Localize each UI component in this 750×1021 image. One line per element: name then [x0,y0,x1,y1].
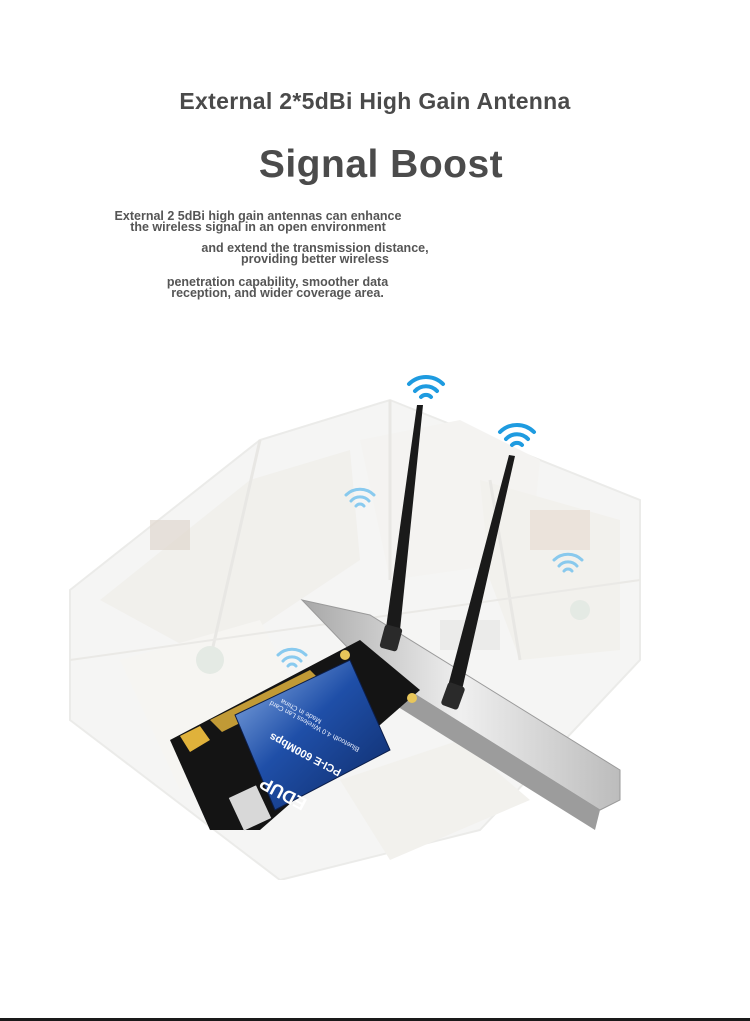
wifi-icon [344,487,376,508]
banner-subtitle: External 2*5dBi High Gain Antenna [179,88,571,114]
bottom-divider [0,1018,750,1021]
antenna-right [441,455,515,710]
wifi-icon [552,552,584,573]
antenna-left [379,405,423,652]
description-line: reception, and wider coverage area. [171,286,384,300]
description-line: and extend the transmission distance, [201,241,429,255]
description-line: External 2 5dBi high gain antennas can e… [114,209,402,223]
product-scene: EDUP PCI-E 600Mbps Bluetooth 4.0 Wireles… [69,374,641,880]
description-line: penetration capability, smoother data [166,275,389,289]
wifi-icon [276,647,308,668]
description-block-2: and extend the transmission distance, pr… [186,241,444,266]
banner-title: Signal Boost [258,143,504,186]
description-line: providing better wireless [241,252,389,266]
wifi-card: EDUP PCI-E 600Mbps Bluetooth 4.0 Wireles… [170,640,420,831]
wifi-icon [498,422,536,447]
wifi-icon [407,374,445,399]
description-block-3: penetration capability, smoother data re… [150,275,405,300]
description-block-1: External 2 5dBi high gain antennas can e… [98,209,418,234]
description-line: the wireless signal in an open environme… [130,220,386,234]
